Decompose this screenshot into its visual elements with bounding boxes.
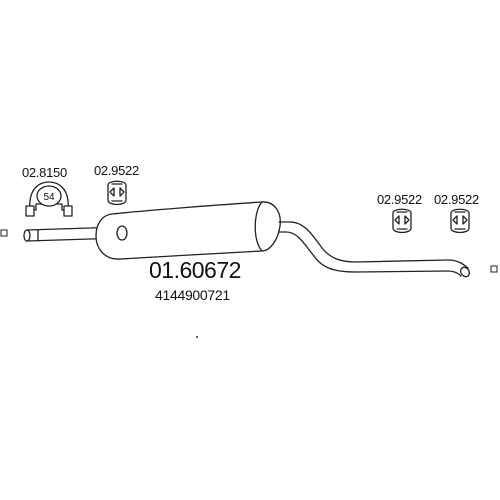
silencer-body [95,201,281,260]
hanger-1-code-label: 02.9522 [94,163,139,178]
clamp-code-label: 02.8150 [22,165,67,180]
left-end-marker [0,229,8,237]
right-end-marker [490,265,498,273]
rubber-hanger-icon [392,208,412,234]
hanger-2-code-label: 02.9522 [377,192,422,207]
tail-pipe [278,221,471,278]
clamp-size-label: 54 [43,192,55,203]
hanger-3-code-label: 02.9522 [434,192,479,207]
main-part-number: 01.60672 [149,257,241,283]
rubber-hanger-icon [107,180,127,206]
clamp-icon: 54 [25,181,73,217]
rubber-hanger-icon [450,208,470,234]
oem-part-number: 4144900721 [155,287,230,303]
decorative-dot [196,336,198,338]
